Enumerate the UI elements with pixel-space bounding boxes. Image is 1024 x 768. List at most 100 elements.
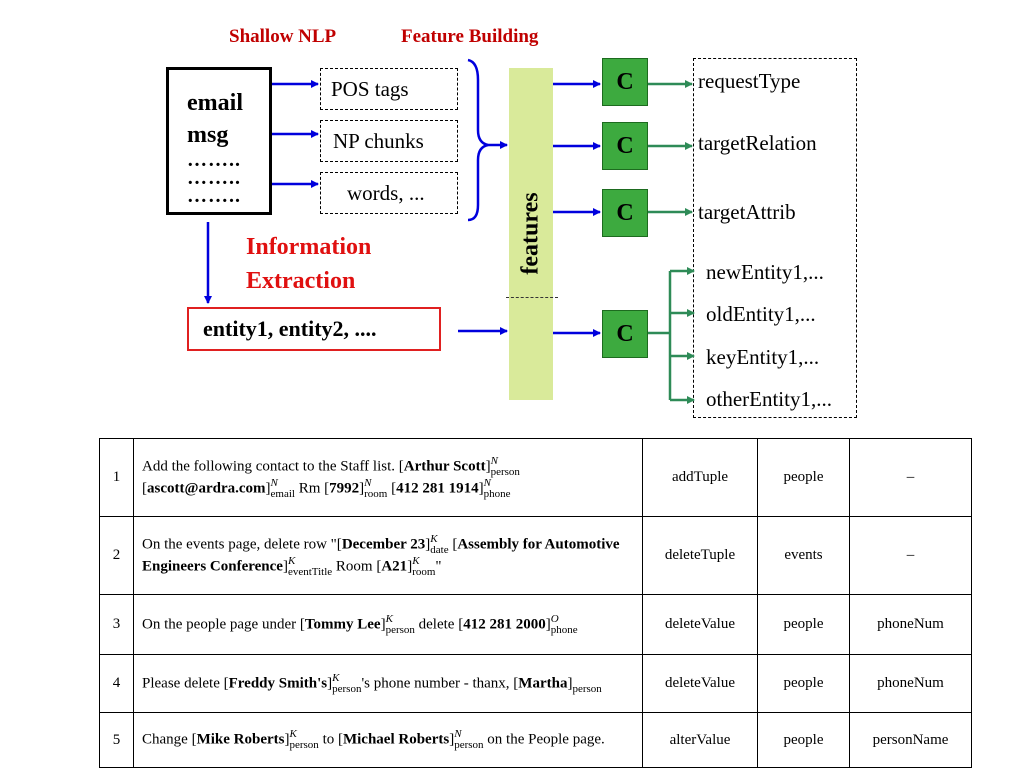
entity-tag-sub: person xyxy=(332,682,362,695)
row-number: 1 xyxy=(99,438,134,517)
plain-text: 's phone number - thanx, [ xyxy=(361,674,519,691)
plain-text: On the people page under [ xyxy=(142,615,305,632)
row-action: deleteValue xyxy=(642,594,758,655)
row-relation: events xyxy=(757,516,850,595)
output-other-entity: otherEntity1,... xyxy=(706,387,832,411)
plain-text: ] xyxy=(282,557,288,574)
entity-tag-sup: N xyxy=(270,476,278,489)
entity-text: A21 xyxy=(381,557,408,574)
entity-tag-sup: K xyxy=(332,671,340,684)
output-key-entity: keyEntity1,... xyxy=(706,345,820,369)
row-number: 2 xyxy=(99,516,134,595)
plain-text: ] xyxy=(478,479,484,496)
plain-text: ] xyxy=(449,731,455,748)
plain-text: ] xyxy=(567,674,573,691)
entity-tag-sub: eventTitle xyxy=(287,565,333,578)
plain-text: ] xyxy=(359,479,365,496)
words-label: words, ... xyxy=(347,180,425,205)
row-attrib: phoneNum xyxy=(849,594,972,655)
plain-text: ] xyxy=(545,615,551,632)
entity-tag-sup: K xyxy=(430,532,438,545)
plain-text: ] xyxy=(485,457,491,474)
email-label: email xyxy=(187,90,243,116)
entity-text: Tommy Lee xyxy=(304,615,381,632)
plain-text: Change [ xyxy=(142,731,197,748)
row-text: On the events page, delete row "[Decembe… xyxy=(133,516,643,595)
output-old-entity: oldEntity1,... xyxy=(706,302,816,326)
dots-line-1: …….. xyxy=(187,149,241,171)
classifier-label: C xyxy=(616,132,634,159)
entity-tag-sub: person xyxy=(289,739,319,751)
entity-tag-sup xyxy=(572,673,601,684)
plain-text: On the events page, delete row "[ xyxy=(142,535,342,552)
plain-text: ] xyxy=(265,479,271,496)
pos-tags-box: POS tags xyxy=(320,68,458,110)
plain-text: [ xyxy=(142,479,147,496)
words-box: words, ... xyxy=(320,172,458,214)
dots-line-2: …….. xyxy=(187,167,241,189)
output-target-attrib: targetAttrib xyxy=(698,200,796,224)
msg-label: msg xyxy=(187,122,229,148)
dots-line-3: …….. xyxy=(187,185,241,207)
row-action: deleteValue xyxy=(642,654,758,713)
shallow-nlp-header: Shallow NLP xyxy=(229,26,337,47)
row-relation: people xyxy=(757,712,850,768)
np-chunks-box: NP chunks xyxy=(320,120,458,162)
row-relation: people xyxy=(757,438,850,517)
output-request-type: requestType xyxy=(698,69,801,93)
plain-text: Rm [ xyxy=(294,479,330,496)
feature-building-header: Feature Building xyxy=(401,26,539,47)
entity-tag-sub: person xyxy=(454,739,484,751)
row-attrib: phoneNum xyxy=(849,654,972,713)
plain-text: [ xyxy=(448,535,458,552)
plain-text: to [ xyxy=(318,731,343,748)
plain-text: Room [ xyxy=(332,557,382,574)
row-text: Add the following contact to the Staff l… xyxy=(133,438,643,517)
plain-text: ] xyxy=(284,731,290,748)
classifier-label: C xyxy=(616,199,634,226)
features-divider xyxy=(506,297,558,298)
plain-text: ] xyxy=(327,674,333,691)
entity-text: 7992 xyxy=(329,479,360,496)
diagram-arrows xyxy=(204,58,695,404)
feature-brace xyxy=(467,58,489,222)
features-bar xyxy=(509,68,553,400)
classifier-target-attrib: C xyxy=(602,189,648,237)
ie-label-line2: Extraction xyxy=(246,268,356,294)
entity-tag-sub: person xyxy=(490,465,520,478)
entity-tag-sup: N xyxy=(454,728,462,740)
row-number: 4 xyxy=(99,654,134,713)
row-attrib: – xyxy=(849,516,972,595)
entity-tag-sub: room xyxy=(364,487,388,500)
entity-tag-sub: person xyxy=(385,623,415,636)
entity-text: Assembly for Automotive Engineers Confer… xyxy=(142,535,620,574)
entity-tag-sup: K xyxy=(412,554,420,567)
output-new-entity: newEntity1,... xyxy=(706,260,824,284)
row-attrib: personName xyxy=(849,712,972,768)
entity-text: December 23 xyxy=(341,535,426,552)
entity-tag-sub: person xyxy=(572,682,602,695)
entity-annotation: person xyxy=(572,673,601,695)
plain-text: Please delete [ xyxy=(142,674,229,691)
classifier-entities: C xyxy=(602,310,648,358)
entity-tag-sub: date xyxy=(430,543,449,556)
plain-text: ] xyxy=(380,615,386,632)
